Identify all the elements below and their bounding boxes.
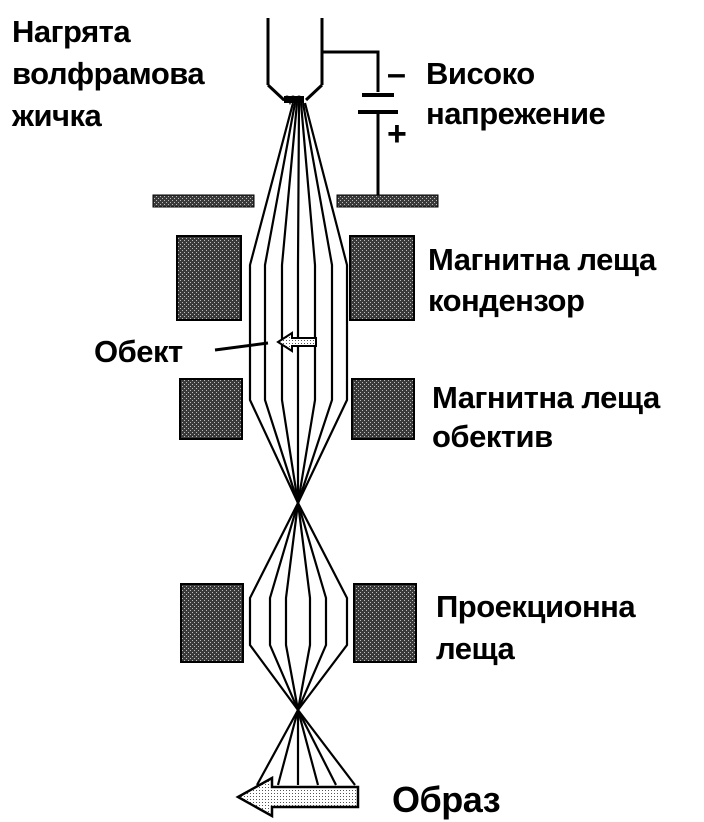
high-voltage-circuit	[322, 50, 398, 197]
anode-plate-right	[336, 194, 439, 208]
specimen-label: Обект	[94, 334, 183, 369]
projection-label-line1: Проекционна	[436, 589, 636, 624]
voltage-label-line2: напрежение	[426, 96, 606, 131]
specimen-pointer-line	[214, 341, 269, 352]
voltage-minus-sign: –	[387, 55, 406, 93]
filament-label-line1: Нагрята	[12, 14, 131, 49]
filament-label-line3: жичка	[11, 98, 103, 133]
image-arrow	[235, 775, 360, 819]
electron-beam	[248, 102, 356, 786]
electron-gun	[266, 18, 324, 102]
projection-label-line2: леща	[436, 631, 516, 666]
projection-lens-right	[353, 583, 417, 663]
projection-lens-left	[180, 583, 244, 663]
objective-label-line2: обектив	[432, 419, 553, 454]
condenser-label-line1: Магнитна леща	[428, 242, 657, 277]
condenser-label-line2: кондензор	[428, 283, 584, 318]
filament-label-line2: волфрамова	[12, 56, 205, 91]
anode-plate-left	[152, 194, 255, 208]
voltage-plus-sign: +	[387, 115, 407, 153]
tungsten-filament	[282, 95, 304, 106]
image-label: Образ	[392, 779, 500, 820]
specimen-arrow	[276, 331, 317, 353]
voltage-label-line1: Високо	[426, 56, 535, 91]
condenser-lens-left	[176, 235, 242, 321]
condenser-lens-right	[349, 235, 415, 321]
objective-label-line1: Магнитна леща	[432, 380, 661, 415]
objective-lens-left	[179, 378, 243, 440]
objective-lens-right	[351, 378, 415, 440]
